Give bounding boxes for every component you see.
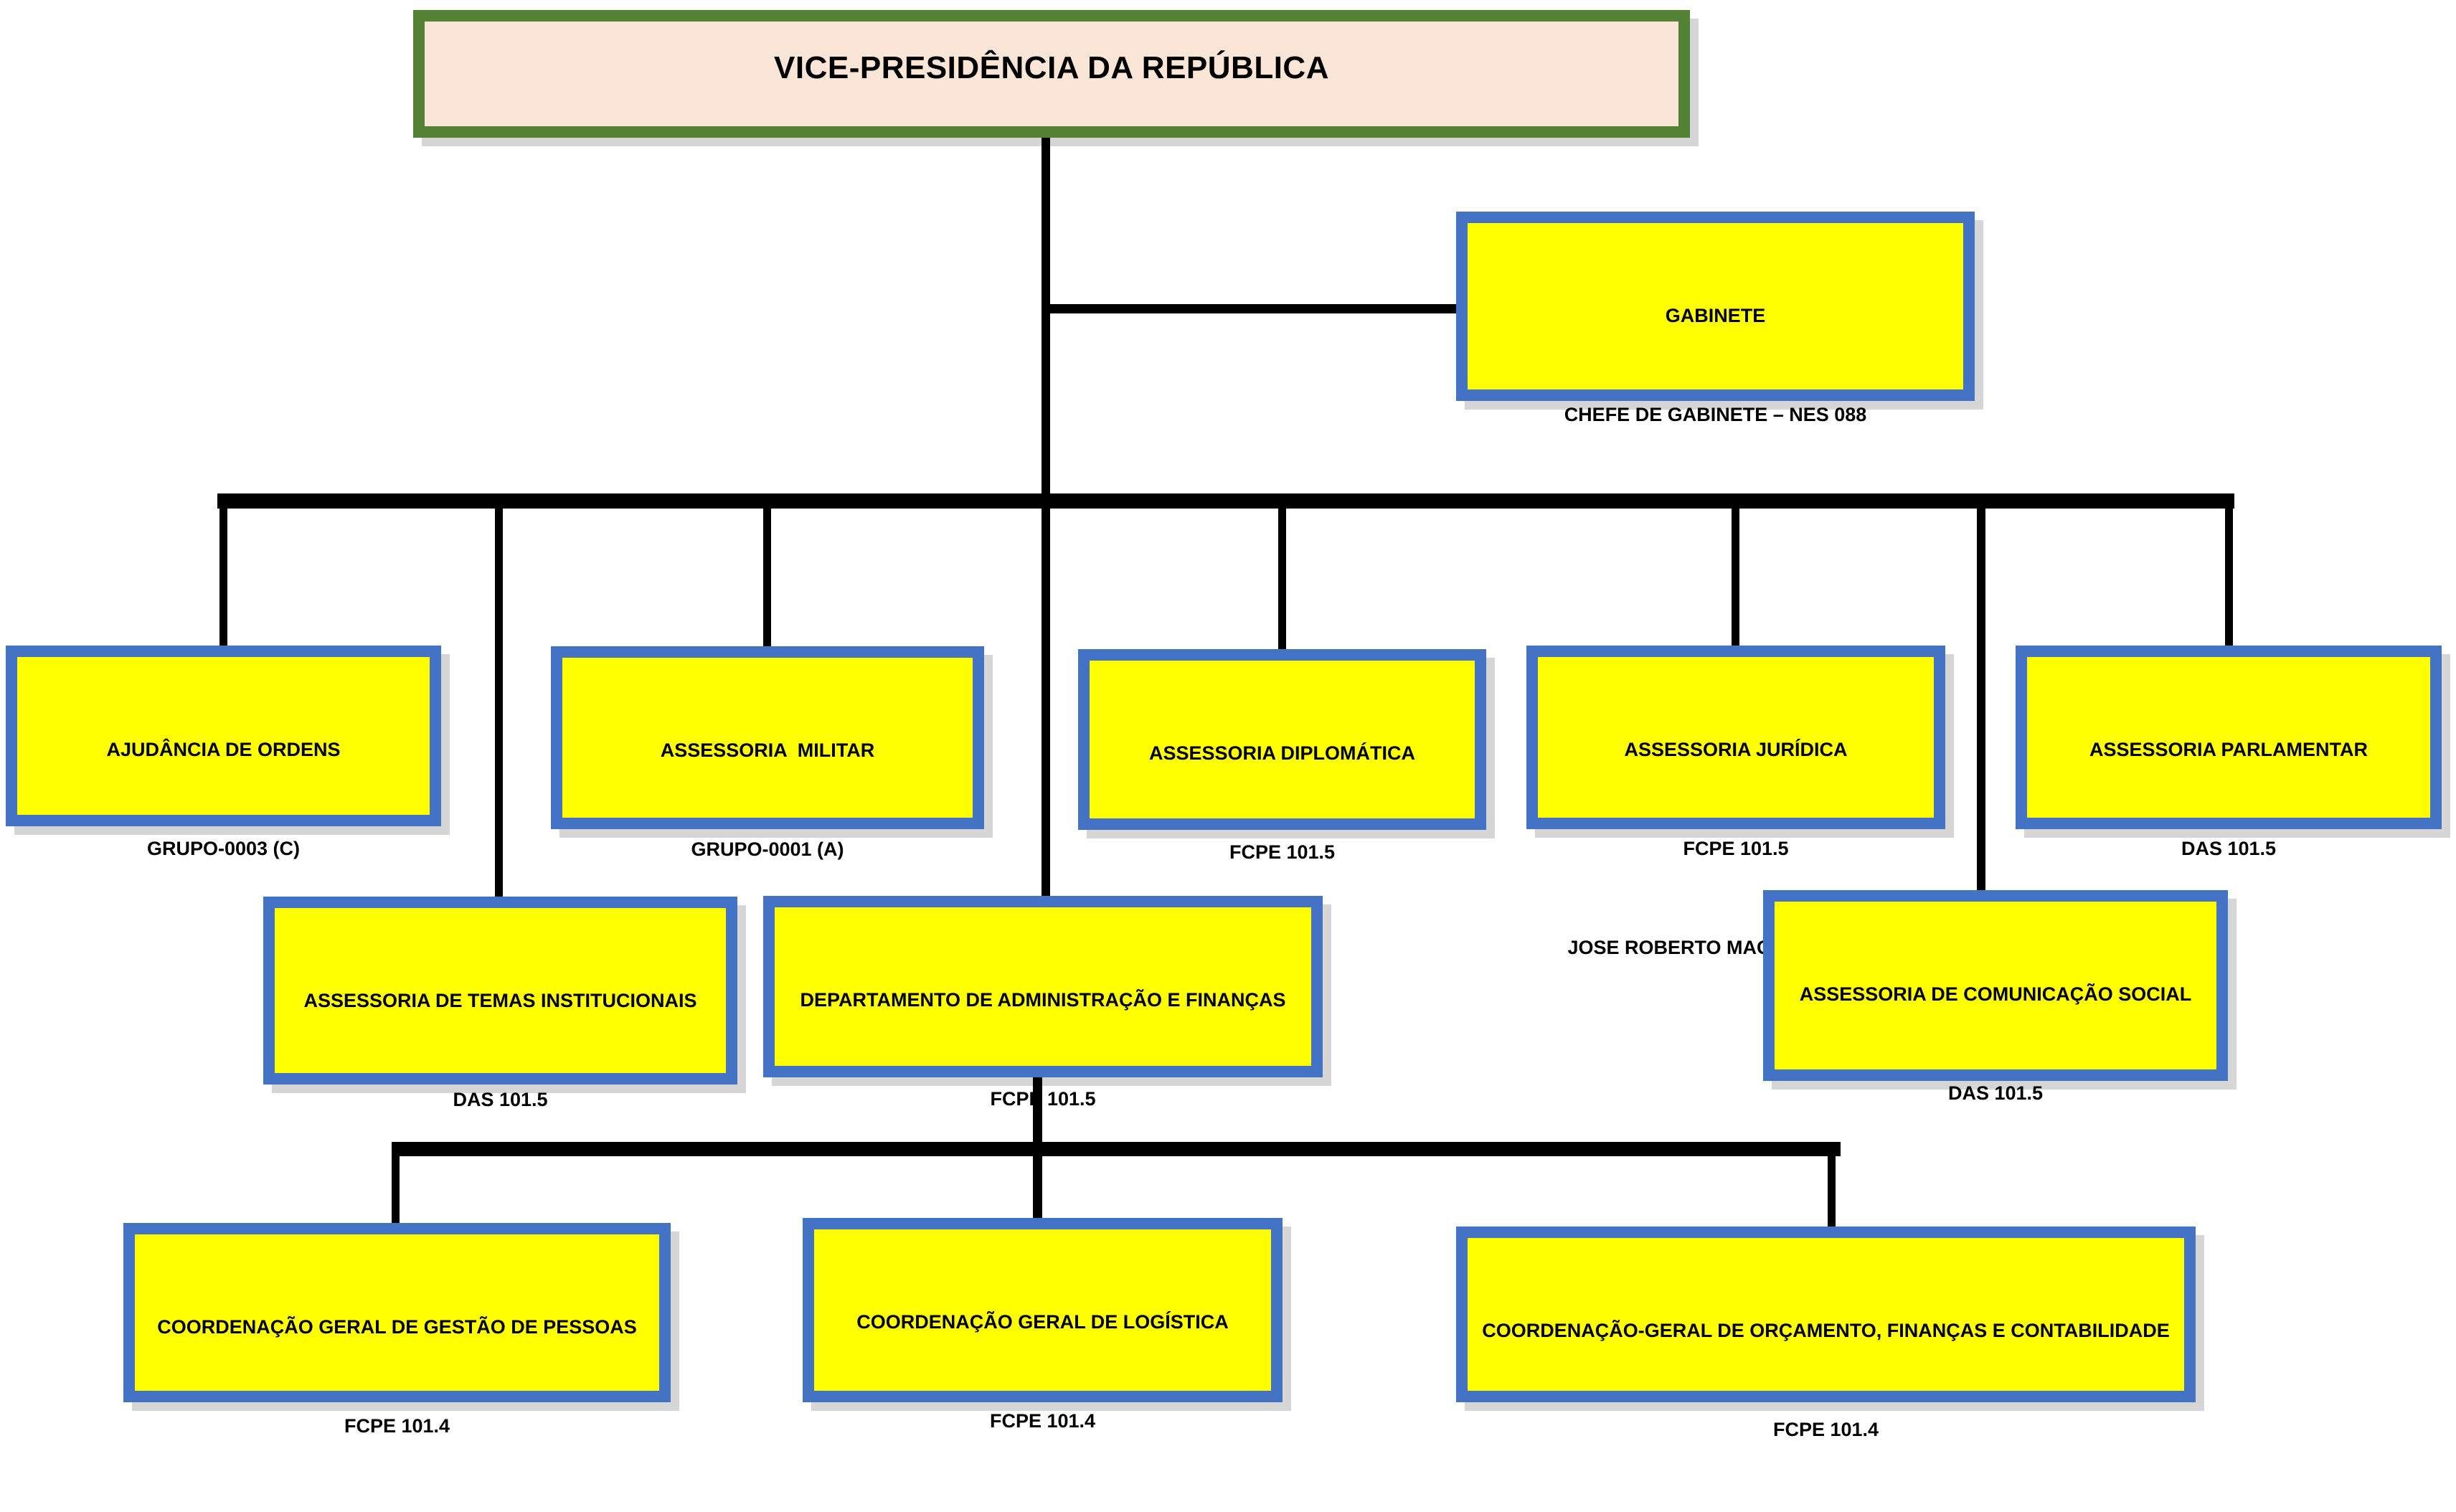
node-temas-subtitle: DAS 101.5 [453, 1089, 548, 1110]
node-daf: DEPARTAMENTO DE ADMINISTRAÇÃO E FINANÇAS… [763, 896, 1323, 1110]
node-pessoas-title: COORDENAÇÃO GERAL DE GESTÃO DE PESSOAS [157, 1316, 637, 1338]
connector-drop-comunicacao [1977, 502, 1985, 892]
connector-drop-militar [763, 502, 771, 648]
connector-root-trunk [1042, 136, 1050, 897]
node-juridica: ASSESSORIA JURÍDICA FCPE 101.5 JOSE ROBE… [1526, 646, 1945, 958]
node-ajudancia: AJUDÂNCIA DE ORDENS GRUPO-0003 (C) [6, 646, 441, 859]
node-juridica-subtitle: FCPE 101.5 [1683, 838, 1789, 859]
connector-level1-bar [217, 493, 2234, 509]
node-diplomatica-title: ASSESSORIA DIPLOMÁTICA [1148, 742, 1416, 764]
node-ajudancia-subtitle: GRUPO-0003 (C) [146, 838, 301, 859]
connector-drop-orcamento [1828, 1150, 1836, 1228]
node-parlamentar: ASSESSORIA PARLAMENTAR DAS 101.5 [2016, 646, 2442, 859]
connector-drop-temas [495, 502, 503, 898]
connector-drop-diplomatica [1278, 502, 1286, 651]
connector-level2-bar [392, 1142, 1841, 1156]
node-gabinete: GABINETE CHEFE DE GABINETE – NES 088 [1456, 212, 1975, 425]
node-orcamento-subtitle: FCPE 101.4 [1772, 1419, 1879, 1440]
node-logistica-subtitle: FCPE 101.4 [989, 1410, 1096, 1432]
node-militar-title: ASSESSORIA MILITAR [660, 740, 875, 761]
node-pessoas: COORDENAÇÃO GERAL DE GESTÃO DE PESSOAS F… [123, 1223, 671, 1437]
connector-drop-ajudancia [219, 502, 227, 647]
connector-drop-parlamentar [2225, 502, 2233, 647]
node-temas-title: ASSESSORIA DE TEMAS INSTITUCIONAIS [303, 990, 697, 1011]
node-militar: ASSESSORIA MILITAR GRUPO-0001 (A) [551, 646, 984, 860]
node-gabinete-subtitle: CHEFE DE GABINETE – NES 088 [1564, 404, 1867, 425]
node-temas: ASSESSORIA DE TEMAS INSTITUCIONAIS DAS 1… [263, 897, 737, 1110]
node-logistica: COORDENAÇÃO GERAL DE LOGÍSTICA FCPE 101.… [803, 1218, 1283, 1432]
node-comunicacao-title: ASSESSORIA DE COMUNICAÇÃO SOCIAL [1799, 983, 2192, 1005]
node-diplomatica: ASSESSORIA DIPLOMÁTICA FCPE 101.5 [1078, 649, 1486, 863]
node-diplomatica-subtitle: FCPE 101.5 [1229, 841, 1336, 863]
node-comunicacao: ASSESSORIA DE COMUNICAÇÃO SOCIAL DAS 101… [1763, 890, 2228, 1104]
node-daf-subtitle: FCPE 101.5 [990, 1088, 1096, 1110]
node-vice-presidencia: VICE-PRESIDÊNCIA DA REPÚBLICA [413, 10, 1690, 138]
node-pessoas-subtitle: FCPE 101.4 [344, 1415, 450, 1437]
connector-gabinete-branch [1046, 304, 1458, 313]
node-vice-presidencia-label: VICE-PRESIDÊNCIA DA REPÚBLICA [774, 50, 1329, 85]
connector-drop-juridica [1732, 502, 1739, 647]
node-orcamento: COORDENAÇÃO-GERAL DE ORÇAMENTO, FINANÇAS… [1456, 1227, 2196, 1440]
node-logistica-title: COORDENAÇÃO GERAL DE LOGÍSTICA [856, 1311, 1229, 1333]
node-militar-subtitle: GRUPO-0001 (A) [691, 838, 844, 860]
node-daf-title: DEPARTAMENTO DE ADMINISTRAÇÃO E FINANÇAS [800, 989, 1286, 1011]
node-parlamentar-title: ASSESSORIA PARLAMENTAR [2089, 739, 2368, 760]
connector-drop-pessoas [392, 1150, 400, 1223]
node-ajudancia-title: AJUDÂNCIA DE ORDENS [106, 739, 341, 760]
org-chart-canvas: VICE-PRESIDÊNCIA DA REPÚBLICA GABINETE C… [6, 10, 2442, 1440]
node-comunicacao-subtitle: DAS 101.5 [1947, 1082, 2044, 1104]
node-juridica-title: ASSESSORIA JURÍDICA [1624, 739, 1848, 760]
node-gabinete-title: GABINETE [1665, 305, 1766, 326]
node-parlamentar-subtitle: DAS 101.5 [2181, 838, 2277, 859]
node-orcamento-title: COORDENAÇÃO-GERAL DE ORÇAMENTO, FINANÇAS… [1482, 1320, 2170, 1341]
